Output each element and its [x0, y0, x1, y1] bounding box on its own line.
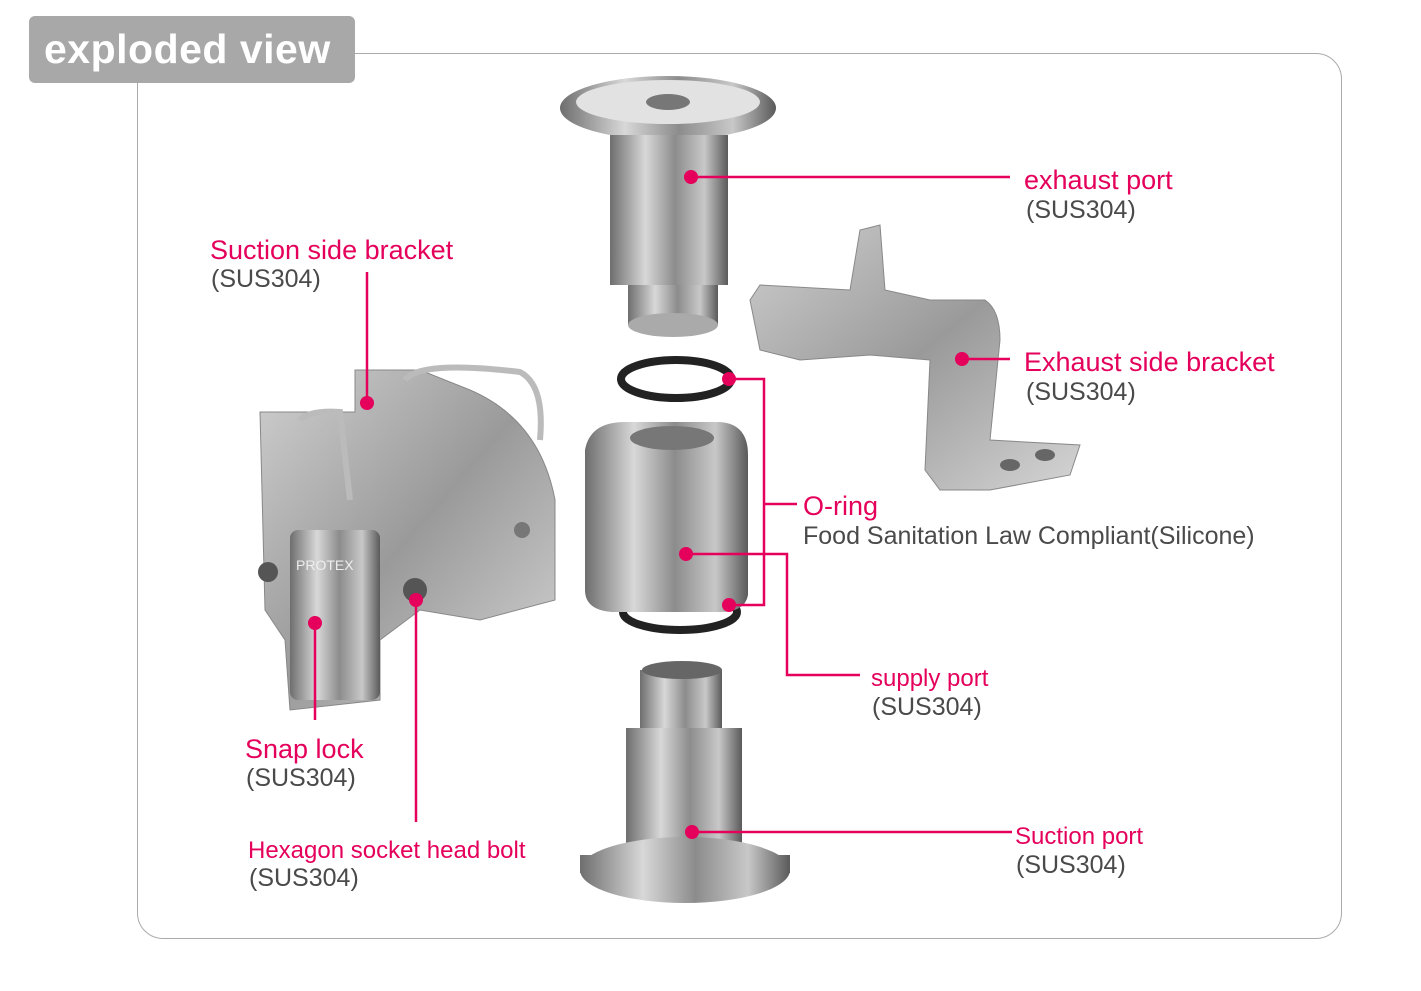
o-ring-material: Food Sanitation Law Compliant(Silicone): [803, 522, 1255, 550]
hex-bolt-material: (SUS304): [249, 864, 359, 892]
exhaust-side-bracket-label: Exhaust side bracket: [1024, 347, 1275, 377]
suction-port-label: Suction port: [1015, 823, 1144, 850]
suction-port-material: (SUS304): [1016, 851, 1126, 879]
leader-dots: [308, 170, 969, 839]
suction-port-part: [580, 661, 790, 903]
exhaust-port-part: [560, 76, 776, 337]
diagram-frame: [137, 53, 1342, 939]
suction-side-bracket-part: PROTEX: [258, 364, 556, 711]
exhaust-side-bracket-part: [749, 224, 1081, 491]
snap-lock-label: Snap lock: [245, 734, 364, 764]
exhaust-port-material: (SUS304): [1026, 196, 1136, 224]
supply-port-material: (SUS304): [872, 693, 982, 721]
o-ring-label: O-ring: [803, 491, 879, 521]
supply-port-part: [585, 422, 748, 612]
snap-lock-material: (SUS304): [246, 764, 356, 792]
exhaust-side-bracket-material: (SUS304): [1026, 378, 1136, 406]
section-title: exploded view: [29, 16, 355, 83]
suction-side-bracket-material: (SUS304): [211, 265, 321, 293]
brand-mark: PROTEX: [296, 557, 354, 573]
exhaust-port-label: exhaust port: [1024, 165, 1173, 195]
leader-lines: [313, 175, 1012, 834]
hex-bolt-label: Hexagon socket head bolt: [248, 837, 526, 864]
supply-port-label: supply port: [871, 665, 989, 692]
o-ring-top: [617, 356, 735, 402]
suction-side-bracket-label: Suction side bracket: [210, 235, 454, 265]
